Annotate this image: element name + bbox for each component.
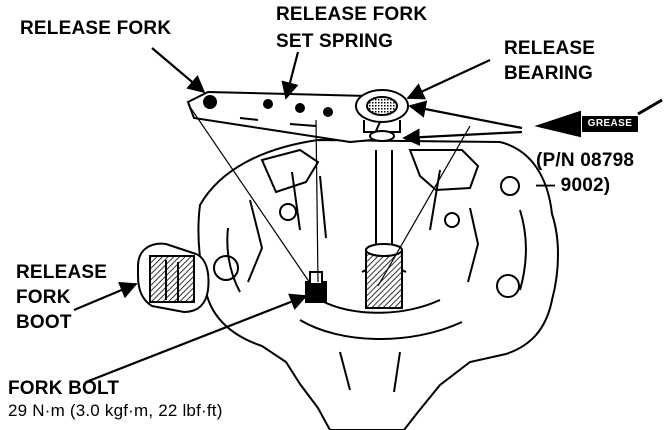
leader-lines: [73, 47, 523, 384]
release-fork-set-spring-line2: SET SPRING: [276, 31, 394, 52]
transmission-housing: [197, 138, 559, 430]
release-fork-label: RELEASE FORK: [20, 18, 171, 40]
release-fork-boot-label: RELEASE FORK BOOT: [16, 262, 107, 334]
fork-bolt-line1: FORK BOLT: [8, 378, 120, 399]
part-number-line1: (P/N 08798: [536, 150, 635, 171]
release-fork-boot-line3: BOOT: [16, 312, 72, 333]
part-number-label: (P/N 08798 — 9002): [536, 150, 634, 197]
release-fork-boot: [137, 242, 210, 314]
fork-bolt: [305, 271, 327, 303]
release-fork-set-spring-line1: RELEASE FORK: [276, 4, 428, 25]
release-fork-boot-line1: RELEASE: [16, 262, 108, 283]
release-fork-boot-line2: FORK: [16, 287, 71, 308]
release-fork: [186, 90, 382, 144]
release-fork-label-text: RELEASE FORK: [20, 18, 172, 39]
release-bearing: [355, 89, 409, 142]
release-fork-set-spring-label: RELEASE FORK SET SPRING: [276, 4, 427, 53]
reference-lines: [187, 103, 471, 287]
release-bearing-line2: BEARING: [504, 63, 594, 84]
input-shaft: [361, 150, 407, 309]
part-number-line2: — 9002): [536, 175, 611, 196]
fork-bolt-torque-spec: 29 N·m (3.0 kgf·m, 22 lbf·ft): [8, 401, 223, 420]
fork-bolt-label: FORK BOLT 29 N·m (3.0 kgf·m, 22 lbf·ft): [8, 378, 223, 422]
release-bearing-label: RELEASE BEARING: [504, 38, 595, 85]
grease-tube: [534, 98, 663, 138]
release-bearing-line1: RELEASE: [504, 38, 596, 59]
grease-tag: GREASE: [582, 116, 638, 132]
